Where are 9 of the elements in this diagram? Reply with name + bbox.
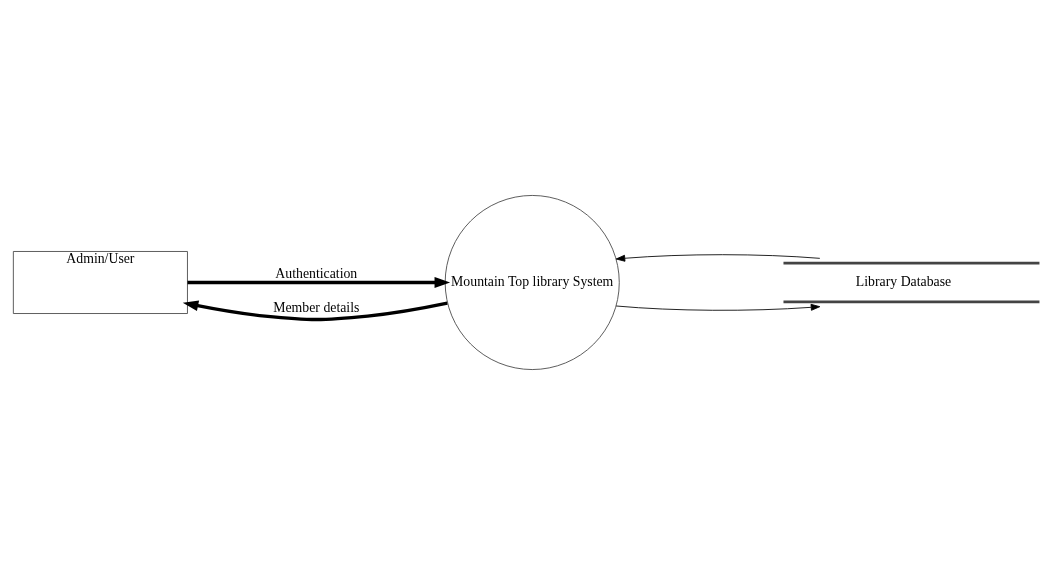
arrow bbox=[615, 254, 821, 262]
edge-label: Authentication bbox=[275, 266, 358, 282]
node-circle: Mountain Top library System bbox=[444, 195, 620, 370]
edge-label: Member details bbox=[273, 299, 360, 315]
arrow bbox=[182, 300, 448, 322]
node-text: Library Database bbox=[855, 273, 952, 289]
arrow bbox=[187, 277, 451, 288]
arrow bbox=[615, 303, 821, 311]
node-box: Admin/User bbox=[12, 251, 188, 314]
